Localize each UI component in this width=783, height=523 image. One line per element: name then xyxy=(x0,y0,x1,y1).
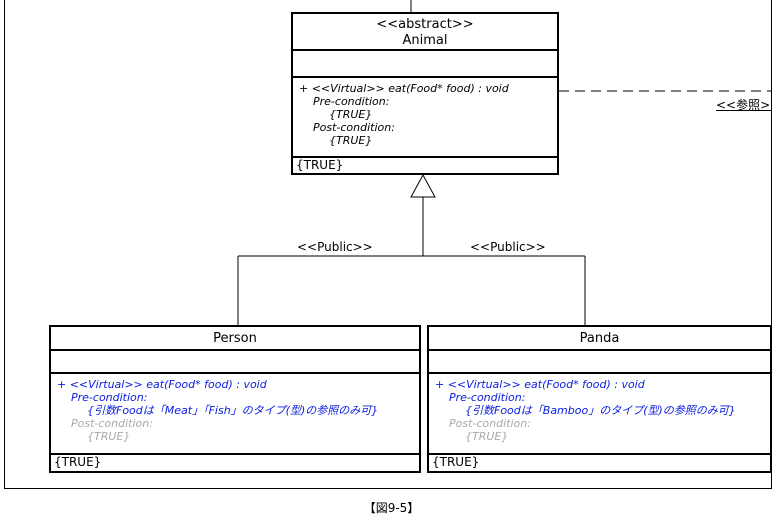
attributes-compartment xyxy=(293,51,557,78)
class-header: Person xyxy=(51,327,419,351)
post-condition-value: {TRUE} xyxy=(87,430,131,443)
post-condition-value: {TRUE} xyxy=(329,134,373,147)
class-name: Animal xyxy=(402,33,448,48)
post-condition-label: Post-condition: xyxy=(313,121,395,134)
generalization-arrowhead xyxy=(410,173,436,198)
class-name: Person xyxy=(213,331,257,346)
pre-condition-label: Pre-condition: xyxy=(313,95,390,108)
operation-signature[interactable]: + <<Virtual>> eat(Food* food) : void xyxy=(435,378,645,391)
relation-label-person: <<Public>> xyxy=(297,240,373,254)
pre-condition-value: {引数Foodは「Bamboo」のタイプ(型)の参照のみ可} xyxy=(465,404,736,417)
post-condition-label: Post-condition: xyxy=(449,417,531,430)
class-invariant: {TRUE} xyxy=(296,158,344,172)
class-panda[interactable]: Panda + <<Virtual>> eat(Food* food) : vo… xyxy=(427,325,771,473)
class-invariant: {TRUE} xyxy=(432,455,480,469)
post-condition-value: {TRUE} xyxy=(465,430,509,443)
attributes-compartment xyxy=(429,351,770,374)
class-invariant: {TRUE} xyxy=(54,455,102,469)
operations-compartment: + <<Virtual>> eat(Food* food) : void Pre… xyxy=(293,78,557,158)
connectors-layer xyxy=(237,0,771,325)
relation-label-panda: <<Public>> xyxy=(470,240,546,254)
class-name: Panda xyxy=(579,331,620,346)
class-animal[interactable]: <<abstract>> Animal + <<Virtual>> eat(Fo… xyxy=(291,12,559,175)
class-person[interactable]: Person + <<Virtual>> eat(Food* food) : v… xyxy=(49,325,421,473)
post-condition-label: Post-condition: xyxy=(71,417,153,430)
operations-compartment: + <<Virtual>> eat(Food* food) : void Pre… xyxy=(429,374,770,455)
relation-label-reference: <<参照>> xyxy=(716,98,771,112)
class-header: Panda xyxy=(429,327,770,351)
pre-condition-label: Pre-condition: xyxy=(449,391,526,404)
pre-condition-label: Pre-condition: xyxy=(71,391,148,404)
operations-compartment: + <<Virtual>> eat(Food* food) : void Pre… xyxy=(51,374,419,455)
operation-signature[interactable]: + <<Virtual>> eat(Food* food) : void xyxy=(57,378,267,391)
pre-condition-value: {TRUE} xyxy=(329,108,373,121)
pre-condition-value: {引数Foodは「Meat」「Fish」のタイプ(型)の参照のみ可} xyxy=(87,404,379,417)
diagram-canvas: <<Public>> <<Public>> <<参照>> <<abstract>… xyxy=(4,0,772,489)
class-stereotype: <<abstract>> xyxy=(376,17,474,32)
attributes-compartment xyxy=(51,351,419,374)
class-header: <<abstract>> Animal xyxy=(293,14,557,51)
figure-caption: 【図9-5】 xyxy=(363,501,420,515)
operation-signature[interactable]: + <<Virtual>> eat(Food* food) : void xyxy=(299,82,509,95)
